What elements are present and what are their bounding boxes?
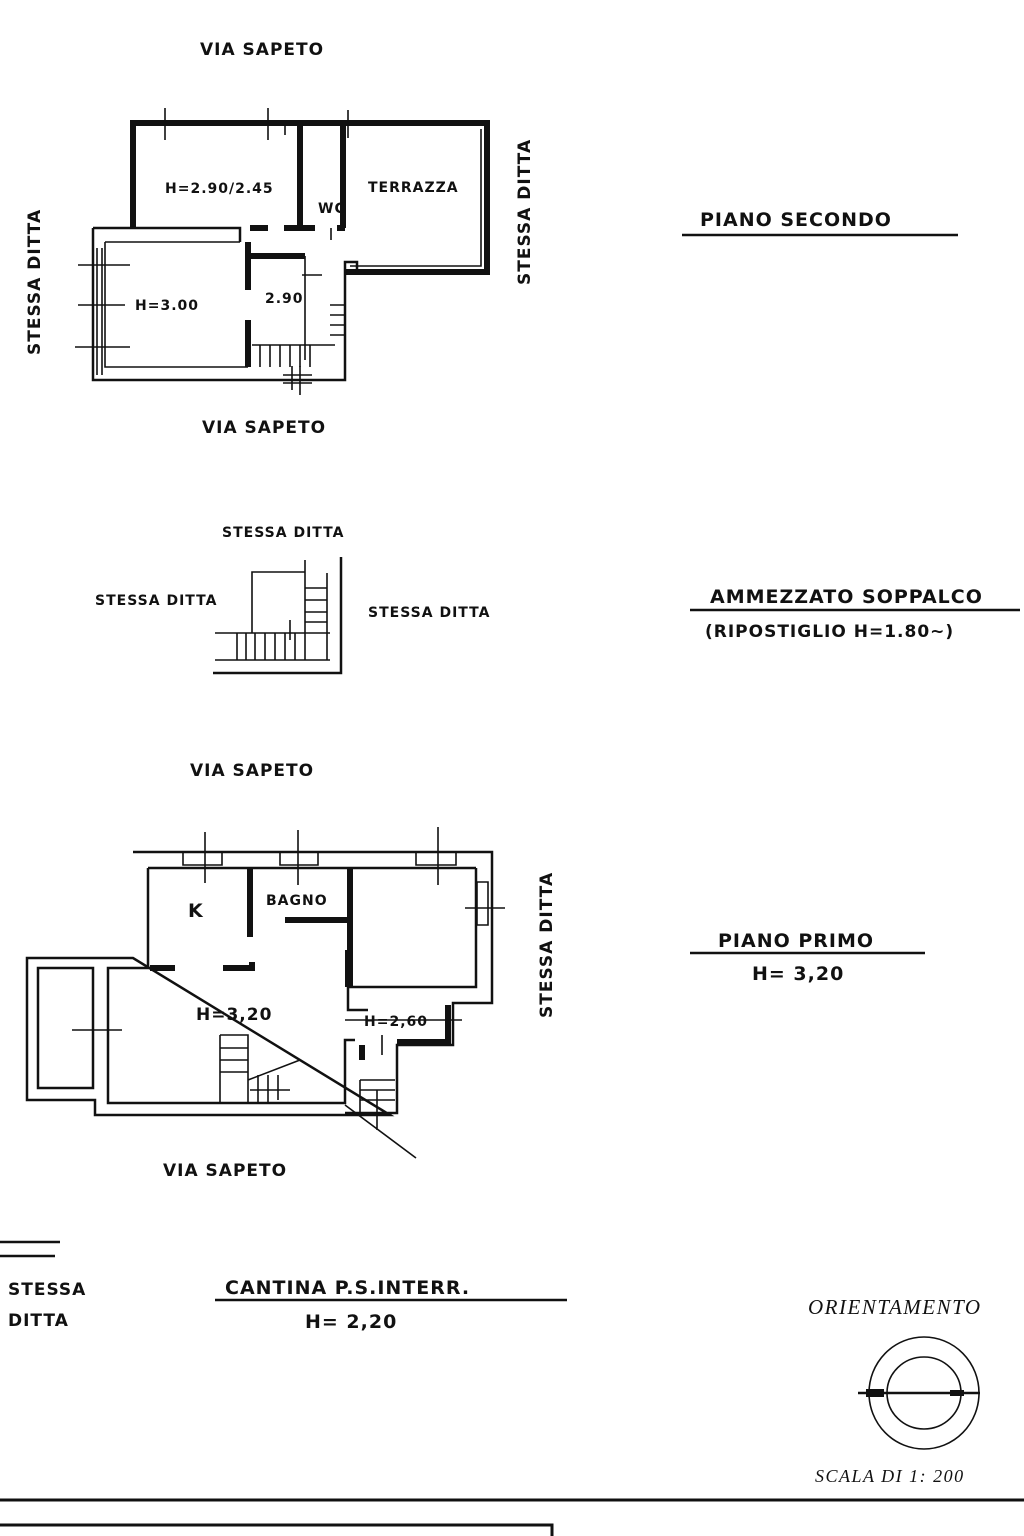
kitchen-label: K <box>188 900 204 922</box>
compass-icon <box>858 1336 980 1450</box>
street-label-top: VIA SAPETO <box>190 761 314 781</box>
title-block-frame <box>0 1523 554 1536</box>
bagno-label: BAGNO <box>266 893 328 909</box>
neighbor-label-right: STESSA DITTA <box>515 139 535 285</box>
room-height-label: H=3.00 <box>135 298 199 314</box>
room-height-label: H=2,60 <box>364 1014 428 1030</box>
floor-subtitle: (RIPOSTIGLIO H=1.80~) <box>705 622 954 642</box>
neighbor-label: STESSA <box>8 1280 86 1300</box>
orientation-label: ORIENTAMENTO <box>808 1295 982 1319</box>
terrazza-label: TERRAZZA <box>368 180 459 196</box>
floor-title: CANTINA P.S.INTERR. <box>225 1277 470 1299</box>
street-label-top: VIA SAPETO <box>200 40 324 60</box>
plan-piano-secondo: VIA SAPETO VIA SAPETO STESSA DITTA STESS… <box>25 40 958 438</box>
scale-label: SCALA DI 1: 200 <box>815 1466 965 1486</box>
walls <box>25 827 505 1159</box>
neighbor-label-left: STESSA DITTA <box>95 593 217 609</box>
wall-fragment <box>0 1240 60 1258</box>
plan-ammezzato: STESSA DITTA STESSA DITTA STESSA DITTA A… <box>95 525 1020 675</box>
floor-title: AMMEZZATO SOPPALCO <box>710 586 983 608</box>
neighbor-label-top: STESSA DITTA <box>222 525 344 541</box>
walls <box>213 557 343 675</box>
floor-title: PIANO PRIMO <box>718 930 874 952</box>
room-height-label: H=3,20 <box>196 1005 272 1025</box>
floor-title: PIANO SECONDO <box>700 209 892 231</box>
legend: ORIENTAMENTO SCALA DI 1: 200 <box>808 1295 982 1486</box>
floor-height: H= 2,20 <box>305 1311 397 1333</box>
room-height-label: 2.90 <box>265 291 304 307</box>
plan-piano-primo: VIA SAPETO VIA SAPETO STESSA DITTA K BAG… <box>25 761 925 1181</box>
wc-label: WC <box>318 201 346 217</box>
neighbor-label-left: STESSA DITTA <box>25 209 45 355</box>
neighbor-label-right: STESSA DITTA <box>537 872 557 1018</box>
room-height-label: H=2.90/2.45 <box>165 181 274 197</box>
floor-height: H= 3,20 <box>752 963 844 985</box>
neighbor-label-right: STESSA DITTA <box>368 605 490 621</box>
walls <box>75 108 490 395</box>
street-label-bottom: VIA SAPETO <box>163 1161 287 1181</box>
neighbor-label: DITTA <box>8 1311 69 1331</box>
plan-cantina: STESSA DITTA CANTINA P.S.INTERR. H= 2,20 <box>0 1240 567 1333</box>
street-label-bottom: VIA SAPETO <box>202 418 326 438</box>
